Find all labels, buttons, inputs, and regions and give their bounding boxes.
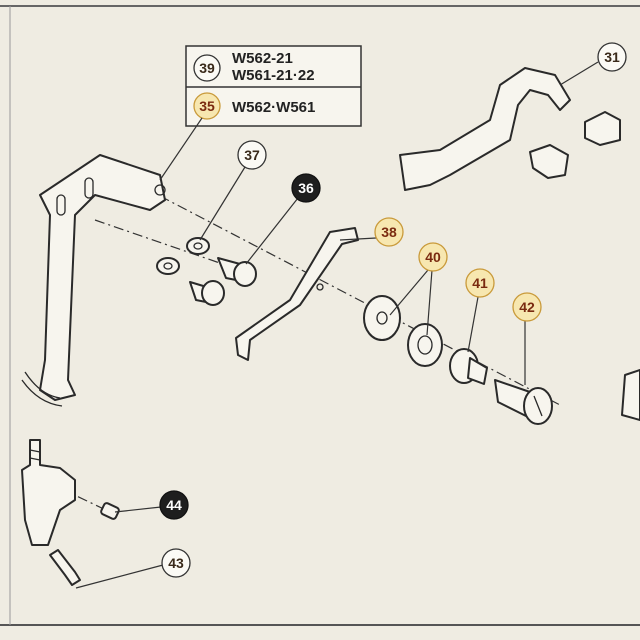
- callout-43: 43: [161, 548, 191, 578]
- callout-36: 36: [291, 173, 321, 203]
- callout-44: 44: [159, 490, 189, 520]
- part-38-bracket: [235, 227, 359, 361]
- callout-36-label: 36: [298, 180, 314, 196]
- part-31-bracket: [399, 67, 621, 191]
- part-36-screws: [189, 257, 257, 306]
- part-needle-bar-clamp: [21, 439, 76, 546]
- assembly-axis-left: [94, 219, 241, 271]
- callout-43-label: 43: [168, 555, 184, 571]
- callout-31-label: 31: [604, 49, 620, 65]
- leader-lines: [75, 61, 599, 589]
- callout-40: 40: [418, 242, 448, 272]
- assembly-axis: [159, 195, 561, 406]
- legend-callout-39: 39: [199, 60, 215, 76]
- part-37-washers: [156, 237, 210, 275]
- callout-31: 31: [597, 42, 627, 72]
- callout-38-label: 38: [381, 224, 397, 240]
- callout-41: 41: [465, 268, 495, 298]
- part-43-pin: [49, 549, 81, 586]
- part-42-screw: [494, 379, 553, 425]
- callout-41-label: 41: [472, 275, 488, 291]
- callout-38: 38: [374, 217, 404, 247]
- part-35-lever: [21, 154, 166, 407]
- part-44-screw: [100, 502, 120, 520]
- legend-models-39b: W561-21·22: [232, 67, 315, 84]
- legend-models-35: W562·W561: [232, 99, 315, 116]
- callout-40-label: 40: [425, 249, 441, 265]
- model-legend: 39 W562-21 W561-21·22 35 W562·W561: [185, 45, 362, 127]
- partial-part-right: [621, 369, 640, 421]
- legend-models-39a: W562-21: [232, 50, 293, 67]
- legend-callout-35: 35: [199, 98, 215, 114]
- callout-42: 42: [512, 292, 542, 322]
- callout-42-label: 42: [519, 299, 535, 315]
- callout-37: 37: [237, 140, 267, 170]
- part-41-cap: [449, 348, 488, 385]
- callout-37-label: 37: [244, 147, 260, 163]
- callout-44-label: 44: [166, 497, 182, 513]
- part-40-washers: [363, 295, 443, 367]
